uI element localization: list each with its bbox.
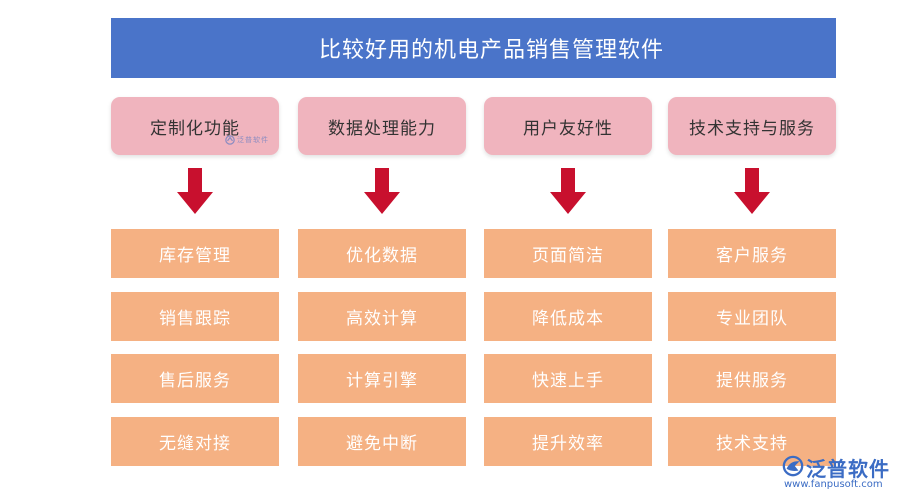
fanpu-logo-icon: [782, 455, 804, 477]
category-box: 定制化功能 泛普软件: [111, 97, 279, 155]
brand-url: www.fanpusoft.com: [784, 479, 883, 490]
feature-item: 快速上手: [484, 354, 652, 403]
feature-item: 提升效率: [484, 417, 652, 466]
category-label: 技术支持与服务: [689, 118, 815, 139]
feature-item: 提供服务: [668, 354, 836, 403]
diagram-title: 比较好用的机电产品销售管理软件: [111, 18, 836, 78]
feature-item: 页面简洁: [484, 229, 652, 278]
category-box: 用户友好性: [484, 97, 652, 155]
fanpu-logo-icon: [225, 135, 235, 145]
feature-item: 技术支持: [668, 417, 836, 466]
watermark-text: 泛普软件: [237, 136, 269, 144]
category-box: 技术支持与服务: [668, 97, 836, 155]
category-label: 定制化功能: [150, 118, 240, 139]
feature-item: 售后服务: [111, 354, 279, 403]
feature-item: 避免中断: [298, 417, 466, 466]
down-arrow-icon: [734, 168, 770, 214]
down-arrow-icon: [550, 168, 586, 214]
brand-name: 泛普软件: [806, 457, 890, 481]
feature-item: 销售跟踪: [111, 292, 279, 341]
down-arrow-icon: [364, 168, 400, 214]
category-box: 数据处理能力: [298, 97, 466, 155]
feature-item: 计算引擎: [298, 354, 466, 403]
feature-item: 高效计算: [298, 292, 466, 341]
feature-item: 专业团队: [668, 292, 836, 341]
fanpu-watermark: 泛普软件: [225, 135, 269, 145]
category-label: 用户友好性: [523, 118, 613, 139]
feature-item: 无缝对接: [111, 417, 279, 466]
feature-item: 客户服务: [668, 229, 836, 278]
category-label: 数据处理能力: [328, 118, 436, 139]
feature-item: 优化数据: [298, 229, 466, 278]
brand-logo: 泛普软件 www.fanpusoft.com: [782, 452, 904, 492]
feature-item: 降低成本: [484, 292, 652, 341]
down-arrow-icon: [177, 168, 213, 214]
feature-item: 库存管理: [111, 229, 279, 278]
